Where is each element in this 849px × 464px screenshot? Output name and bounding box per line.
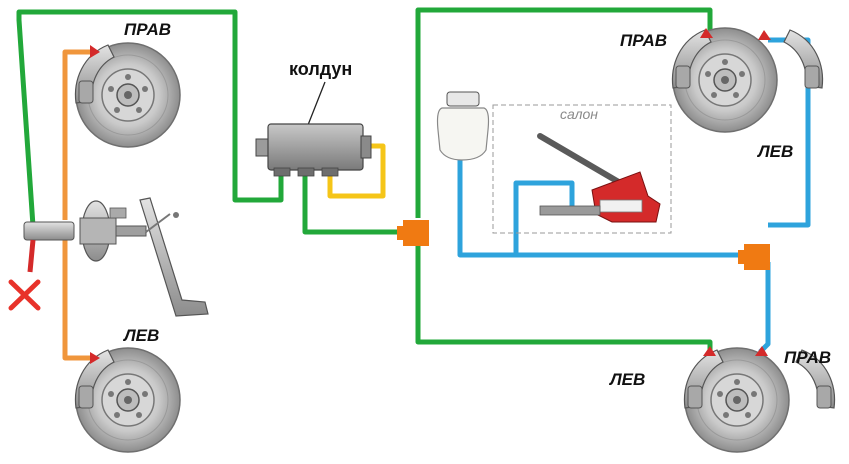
brake-pressure-regulator xyxy=(255,123,372,177)
rear-bottom-right-marker xyxy=(755,346,768,356)
label-front-right: ПРАВ xyxy=(124,20,172,39)
rear-tee-connector xyxy=(738,244,770,270)
blue-line-cabin xyxy=(513,180,575,255)
cabin-area-outline xyxy=(492,104,672,234)
label-front-left: ЛЕВ xyxy=(124,326,160,345)
master-cylinder-booster xyxy=(23,200,147,262)
pedal-rod xyxy=(145,213,171,233)
rear-top-right-marker xyxy=(700,28,713,38)
blue-line-reservoir xyxy=(457,160,745,258)
label-rear-bottom-right: ПРАВ xyxy=(784,348,832,367)
red-x-icon xyxy=(8,279,41,311)
pedal-pivot-icon xyxy=(173,212,179,218)
label-cabin: салон xyxy=(560,106,599,122)
front-right-caliper-marker xyxy=(90,45,100,58)
regulator-pointer xyxy=(305,81,326,131)
label-rear-top-right: ПРАВ xyxy=(620,31,668,50)
front-left-wheel xyxy=(74,347,181,453)
rear-bottom-left-marker xyxy=(703,346,716,356)
front-left-caliper-marker xyxy=(90,352,100,364)
green-line-master-to-regulator xyxy=(16,9,284,227)
disabled-line xyxy=(27,239,36,273)
rear-top-left-wheel xyxy=(783,29,824,89)
front-brake-line xyxy=(62,49,96,361)
front-tee-connector xyxy=(397,220,429,246)
yellow-bypass-line xyxy=(327,143,386,199)
rear-top-left-marker xyxy=(758,30,771,40)
rear-bottom-left-wheel xyxy=(683,347,790,453)
label-regulator: колдун xyxy=(289,59,353,79)
front-right-wheel xyxy=(74,42,181,148)
green-line-regulator-to-tee xyxy=(302,172,408,235)
rear-top-right-wheel xyxy=(671,27,778,133)
brake-pedal xyxy=(139,197,209,317)
label-rear-bottom-left: ЛЕВ xyxy=(610,370,646,389)
label-rear-top-left: ЛЕВ xyxy=(758,142,794,161)
fluid-reservoir xyxy=(436,91,490,161)
handbrake-lever xyxy=(537,133,661,223)
